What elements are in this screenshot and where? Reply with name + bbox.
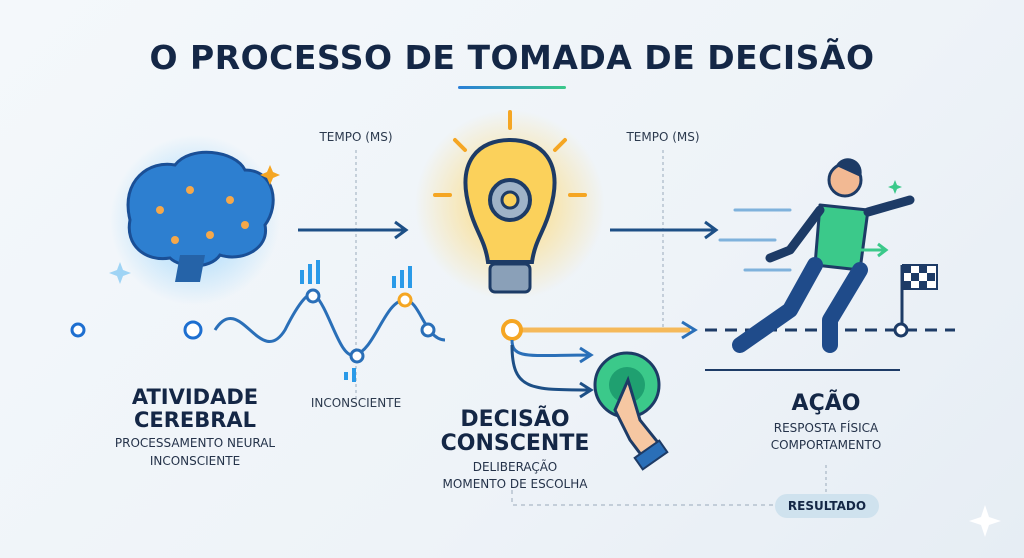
- stage-sub: INCONSCIENTE: [149, 453, 241, 468]
- time-label-2: TEMPO (MS): [626, 130, 700, 144]
- arrow-green-icon: [860, 242, 889, 258]
- time-label-1: TEMPO (MS): [319, 130, 393, 144]
- stage-heading: CEREBRAL: [133, 407, 257, 432]
- title-underline: [458, 86, 566, 89]
- result-badge: RESULTADO: [775, 494, 879, 518]
- stage-heading: DECISÃO: [460, 407, 570, 432]
- stage-heading: CONSCENTE: [440, 430, 590, 456]
- timeline-nodes: [70, 288, 909, 364]
- arrow-right-icon: [298, 220, 409, 240]
- arrow-right-icon: [610, 220, 719, 240]
- stage-conscious-decision: DECISÃO CONSCENTE DELIBERAÇÃO MOMENTO DE…: [430, 408, 600, 493]
- stage-heading: AÇÃO: [791, 391, 861, 416]
- stage-sub: PROCESSAMENTO NEURAL: [114, 436, 276, 451]
- branch-arrow-icon: [510, 339, 594, 364]
- stage-sub: COMPORTAMENTO: [770, 438, 882, 453]
- running-person-icon: [732, 158, 915, 353]
- checkered-flag-icon: [900, 264, 938, 325]
- stage-sub: DELIBERAÇÃO: [472, 459, 558, 474]
- page-title: O PROCESSO DE TOMADA DE DECISÃO: [149, 38, 875, 77]
- signal-bars-icon: [300, 260, 412, 382]
- sparkle-icon: [109, 165, 1001, 537]
- lightbulb-gear-icon: [415, 110, 605, 300]
- stage-brain-activity: ATIVIDADE CEREBRAL PROCESSAMENTO NEURAL …: [100, 386, 290, 470]
- motion-lines: [718, 208, 792, 272]
- brain-icon: [110, 135, 280, 305]
- stage-action: AÇÃO RESPOSTA FÍSICA COMPORTAMENTO: [746, 392, 906, 455]
- stage-sub: MOMENTO DE ESCOLHA: [442, 476, 588, 491]
- stage-heading: ATIVIDADE: [131, 385, 259, 409]
- branch-arrow-icon: [510, 344, 594, 399]
- wave-label: INCONSCIENTE: [310, 396, 402, 410]
- stage-sub: RESPOSTA FÍSICA: [773, 420, 879, 435]
